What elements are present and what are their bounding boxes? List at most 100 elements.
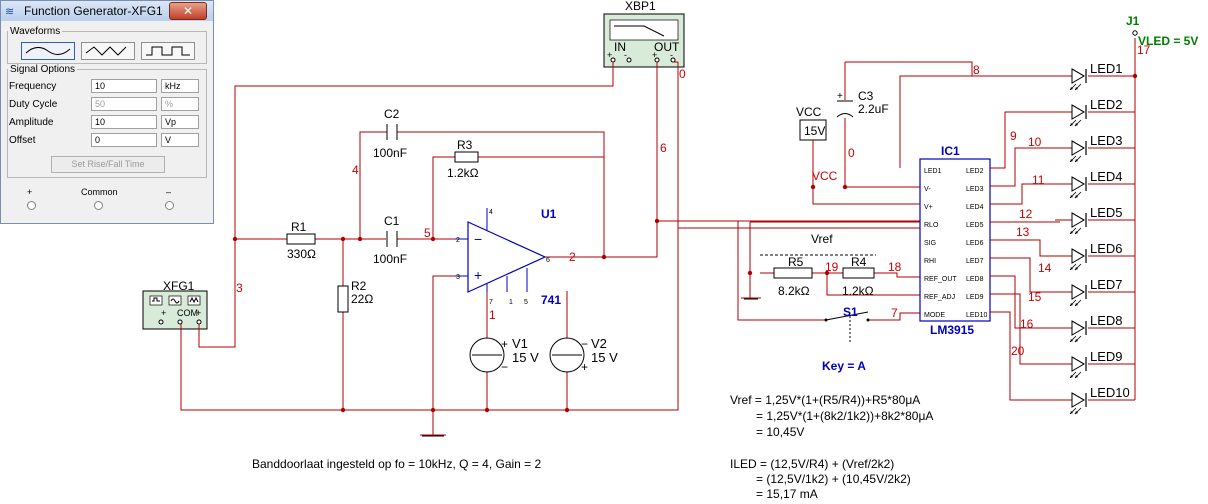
iled-formula-1: ILED = (12,5V/R4) + (Vref/2k2) <box>730 457 894 471</box>
frequency-unit-select[interactable]: kHz <box>161 79 199 93</box>
ic1-pin-rhi: RHI <box>924 258 936 265</box>
led-2[interactable] <box>1055 104 1087 127</box>
s1-key: Key = A <box>822 359 866 373</box>
resistor-r3[interactable] <box>454 151 479 163</box>
led-3[interactable] <box>1055 140 1087 163</box>
amplitude-input[interactable]: 10 <box>91 115 157 129</box>
v1-minus: − <box>501 360 508 374</box>
v1-ref: V1 <box>512 336 528 351</box>
waveforms-group: Waveforms <box>7 26 207 64</box>
opamp-u1[interactable]: − + <box>455 208 547 293</box>
resistor-r4[interactable] <box>842 267 875 279</box>
opamp-pin-7: 7 <box>489 299 493 306</box>
title-bar[interactable]: ≋ Function Generator-XFG1 <box>1 1 213 21</box>
offset-unit-select[interactable]: V <box>161 133 199 147</box>
led-10-label: LED10 <box>1090 385 1130 400</box>
function-generator-symbol[interactable]: + COM + <box>142 290 208 330</box>
led-3-label: LED3 <box>1090 133 1123 148</box>
ic1-pin-refadj: REF_ADJ <box>924 294 955 301</box>
xbp-in-label: IN <box>614 40 626 54</box>
r1-value: 330Ω <box>287 247 316 261</box>
led-6-label: LED6 <box>1090 241 1123 256</box>
set-rise-fall-time-button[interactable]: Set Rise/Fall Time <box>51 156 165 173</box>
ic1-pin-led9: LED9 <box>966 294 984 301</box>
net-label-vcc: VCC <box>812 169 838 183</box>
sine-wave-button[interactable] <box>21 42 75 60</box>
led-7[interactable] <box>1055 284 1087 307</box>
duty-cycle-unit-select[interactable]: % <box>161 97 199 111</box>
led-4[interactable] <box>1055 176 1087 199</box>
vcc-value: 15V <box>804 124 825 138</box>
switch-s1[interactable] <box>824 311 870 344</box>
net-label-4: 4 <box>352 163 359 177</box>
ic1-pin-led8: LED8 <box>966 276 984 283</box>
led-9-label: LED9 <box>1090 349 1123 364</box>
terminal-plus-connector[interactable] <box>27 201 36 210</box>
led-1[interactable] <box>1055 68 1087 91</box>
capacitor-c1[interactable] <box>386 231 398 247</box>
offset-input[interactable]: 0 <box>91 133 157 147</box>
iled-formula-2: = (12,5V/1k2) + (10,45V/2k2) <box>756 472 911 486</box>
frequency-label: Frequency <box>9 81 57 92</box>
resistor-r1[interactable] <box>286 233 316 245</box>
xbp-label: XBP1 <box>625 0 656 13</box>
terminal-common-connector[interactable] <box>94 201 103 210</box>
capacitor-c2[interactable] <box>386 124 398 140</box>
terminal-plus-label: + <box>27 187 33 197</box>
ic1-pin-v: V- <box>924 186 931 193</box>
led-8-label: LED8 <box>1090 313 1123 328</box>
square-wave-button[interactable] <box>141 42 195 60</box>
ic1-pin-led6: LED6 <box>966 240 984 247</box>
svg-text:+: + <box>607 50 612 60</box>
r2-value: 22Ω <box>351 292 373 306</box>
led-array: LED1LED2LED3LED4LED5LED6LED7LED8LED9LED1… <box>1055 61 1130 415</box>
bode-plotter-symbol[interactable]: + - + - <box>603 13 685 68</box>
net-label-0b: 0 <box>848 146 855 160</box>
led-9[interactable] <box>1055 356 1087 379</box>
amplitude-unit-select[interactable]: Vp <box>161 115 199 129</box>
frequency-input[interactable]: 10 <box>91 79 157 93</box>
led-10[interactable] <box>1055 392 1087 415</box>
c1-value: 100nF <box>373 252 407 266</box>
offset-label: Offset <box>9 135 36 146</box>
ic1-lm3915[interactable] <box>919 158 991 322</box>
ic1-ref: IC1 <box>941 144 960 158</box>
led-8[interactable] <box>1055 320 1087 343</box>
amplitude-label: Amplitude <box>9 117 54 128</box>
net-label-6: 6 <box>660 141 667 155</box>
voltage-source-v2[interactable] <box>549 337 585 373</box>
opamp-pin-4: 4 <box>489 209 493 216</box>
led-6[interactable] <box>1055 248 1087 271</box>
xbp-out-label: OUT <box>654 40 680 54</box>
svg-text:+: + <box>474 267 482 283</box>
ic1-pin-mode: MODE <box>924 312 945 319</box>
led-4-label: LED4 <box>1090 169 1123 184</box>
vcc-source[interactable] <box>799 119 827 141</box>
r2-ref: R2 <box>351 279 367 293</box>
opamp-pin-3: 3 <box>456 274 460 281</box>
net-label-8: 8 <box>973 63 980 77</box>
window-title: Function Generator-XFG1 <box>24 4 163 18</box>
resistor-r5[interactable] <box>773 267 813 279</box>
resistor-r2[interactable] <box>337 285 349 313</box>
terminal-minus-connector[interactable] <box>165 201 174 210</box>
voltage-source-v1[interactable] <box>469 337 505 373</box>
r3-value: 1.2kΩ <box>447 166 479 180</box>
led-2-label: LED2 <box>1090 97 1123 112</box>
vcc-ref: VCC <box>796 105 822 119</box>
net-label-0a: 0 <box>679 67 686 81</box>
ic1-pin-led1: LED1 <box>924 168 942 175</box>
triangle-wave-button[interactable] <box>81 42 135 60</box>
capacitor-c3[interactable] <box>836 100 854 118</box>
ic1-pin-led2: LED2 <box>966 168 984 175</box>
net-label-10: 10 <box>1028 135 1042 149</box>
duty-cycle-input[interactable]: 50 <box>91 97 157 111</box>
close-button[interactable]: ✕ <box>169 2 207 20</box>
led-5[interactable] <box>1055 212 1087 235</box>
svg-text:+: + <box>837 91 843 102</box>
svg-text:-: - <box>670 50 673 60</box>
